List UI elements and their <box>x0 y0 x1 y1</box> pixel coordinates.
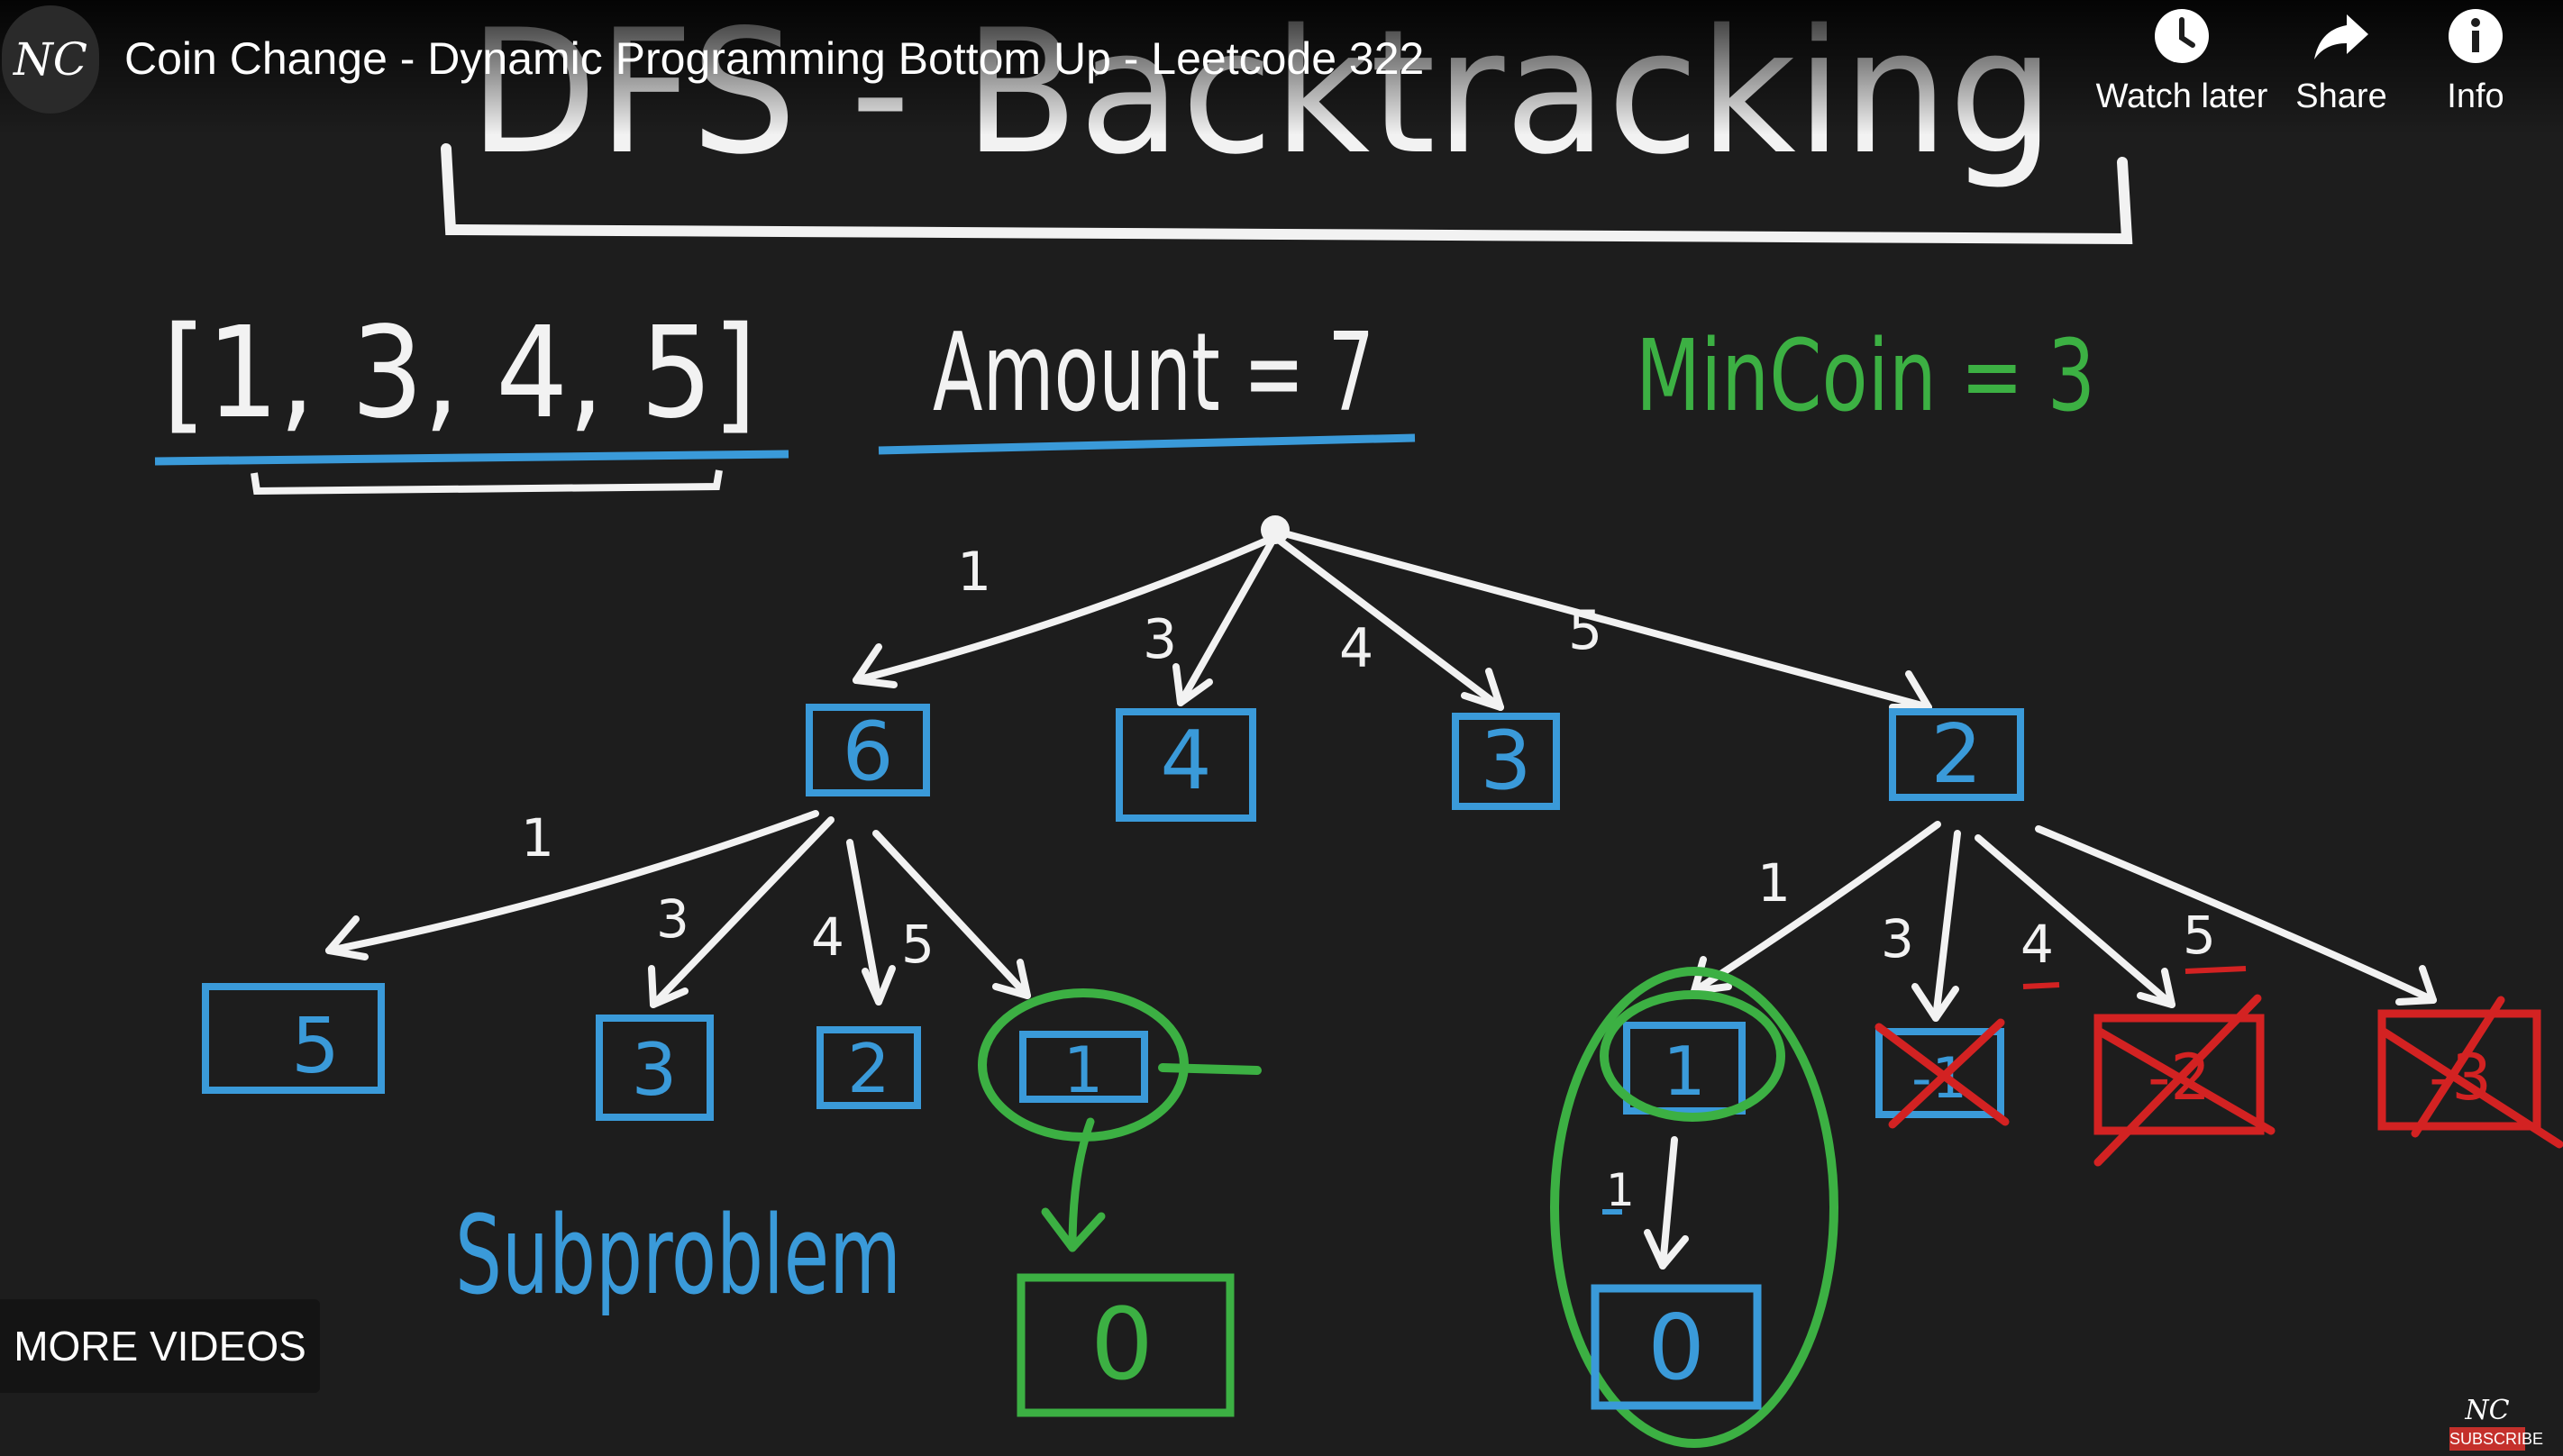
highlight-mark <box>1158 1063 1262 1075</box>
root-edge-coin: 5 <box>1568 599 1602 662</box>
subproblem-oval <box>1550 967 1838 1448</box>
watch-later-button[interactable]: Watch later <box>2069 4 2294 116</box>
player-top-bar <box>0 0 2563 135</box>
share-label: Share <box>2295 77 2387 115</box>
leaf-node <box>1591 1284 1762 1410</box>
node-value: 1 <box>1663 1032 1706 1111</box>
edge-coin: 5 <box>901 914 935 975</box>
node-value: -3 <box>2429 1041 2492 1115</box>
level1-nodes <box>806 704 2024 822</box>
edge-coin: 4 <box>2020 914 2054 975</box>
root-edges <box>853 530 1932 711</box>
edge-coin-underline <box>2022 966 2247 989</box>
subscribe-watermark[interactable]: NC SUBSCRIBE <box>2449 1395 2543 1452</box>
more-videos-button[interactable]: MORE VIDEOS <box>0 1299 320 1393</box>
amount-label: Amount = 7 <box>933 311 1374 436</box>
video-title[interactable]: Coin Change - Dynamic Programming Bottom… <box>124 33 1425 84</box>
channel-avatar[interactable]: NC <box>2 5 99 114</box>
edges-from-2 <box>1691 821 2437 1022</box>
node-value: 3 <box>1480 714 1531 808</box>
node-value: 1 <box>1063 1033 1104 1107</box>
min-coin-label: MinCoin = 3 <box>1636 318 2095 433</box>
edge-coin: 1 <box>1757 852 1791 914</box>
edge-coin: 3 <box>656 888 689 950</box>
info-button[interactable]: Info <box>2433 4 2518 116</box>
leaf-arrow <box>1644 1136 1689 1269</box>
edge-coin: 5 <box>2183 905 2216 966</box>
clock-icon <box>2149 4 2214 68</box>
edge-coin: 1 <box>1606 1164 1635 1216</box>
node-value: 0 <box>1090 1287 1154 1402</box>
subproblem-label: Subproblem <box>455 1194 901 1319</box>
share-arrow-icon <box>2309 4 2374 68</box>
heading-bracket <box>441 143 2133 245</box>
edge-coin: 4 <box>811 906 844 968</box>
share-button[interactable]: Share <box>2289 4 2394 116</box>
node-value: -2 <box>2148 1041 2211 1115</box>
node-value: 2 <box>1930 707 1982 802</box>
watch-later-label: Watch later <box>2095 77 2268 115</box>
coins-underline <box>154 450 789 466</box>
node-value: 0 <box>1647 1295 1705 1400</box>
root-edge-coin: 4 <box>1339 617 1373 680</box>
root-edge-coin: 3 <box>1143 608 1177 671</box>
subproblem-arrow <box>1041 1117 1106 1252</box>
node-value: 5 <box>291 1002 340 1091</box>
info-icon <box>2443 4 2508 68</box>
info-label: Info <box>2447 77 2504 115</box>
edge-coin: 1 <box>521 807 554 869</box>
coins-array-label: [1, 3, 4, 5] <box>162 300 757 447</box>
edges-from-6 <box>325 810 1031 1008</box>
edge-coin: 3 <box>1881 908 1914 969</box>
coins-bracket <box>251 469 723 496</box>
crossed-nodes <box>1874 994 2563 1167</box>
root-edge-coin: 1 <box>957 541 991 604</box>
tree-node <box>1875 1028 2004 1118</box>
tree-node <box>1623 1022 1746 1115</box>
level2-nodes-left <box>202 983 1148 1121</box>
highlight-circle <box>1600 990 1785 1122</box>
subscribe-label: SUBSCRIBE <box>2449 1427 2543 1451</box>
subscribe-logo-mono: NC <box>2465 1395 2510 1426</box>
leaf-node <box>1017 1273 1235 1417</box>
amount-underline <box>878 433 1416 455</box>
node-value: 6 <box>842 705 893 799</box>
channel-logo-text: NC <box>13 33 87 86</box>
node-value: 4 <box>1160 714 1211 808</box>
node-value: 3 <box>632 1028 678 1112</box>
node-value: 2 <box>847 1029 890 1108</box>
